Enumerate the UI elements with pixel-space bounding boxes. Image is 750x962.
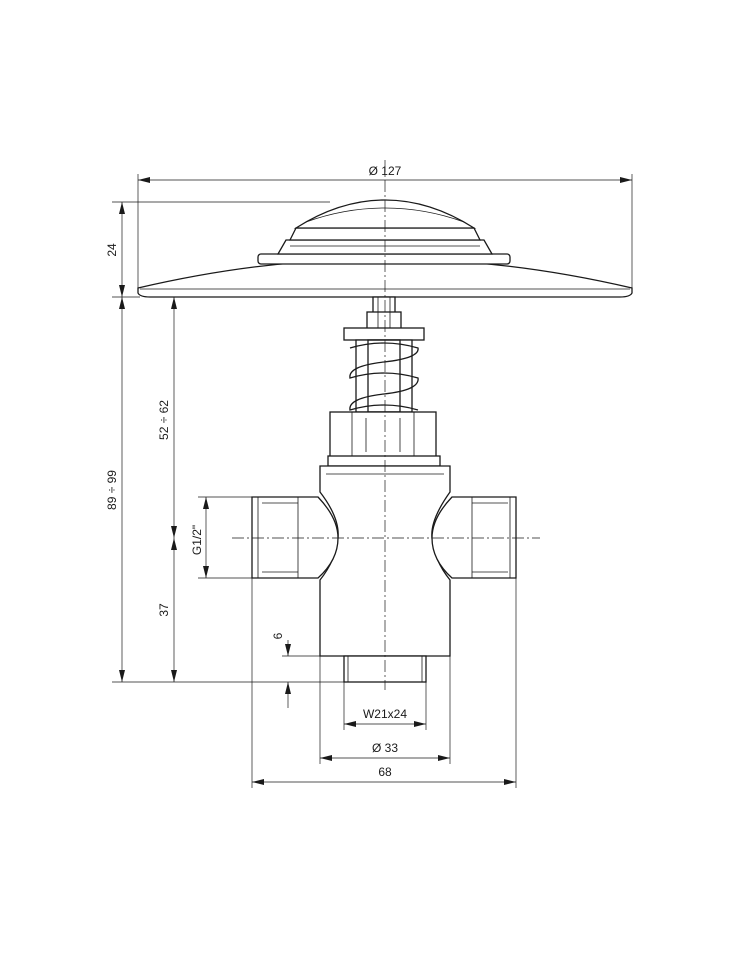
spring-washer <box>343 327 425 341</box>
hex-nut <box>366 311 402 331</box>
dim-thread-side-label: G1/2" <box>190 525 204 555</box>
left-outlet <box>251 496 339 579</box>
cap-base-ring <box>257 253 511 265</box>
right-outlet <box>431 496 517 579</box>
stem-assembly <box>327 296 441 467</box>
dim-lower-height-label: 37 <box>157 603 171 617</box>
dim-bottom-thread: W21x24 <box>343 682 427 730</box>
dim-cap-diameter: Ø 127 <box>137 164 633 290</box>
dim-bottom-thread-height-label: 6 <box>271 632 285 639</box>
valve-body <box>251 465 517 683</box>
dim-bottom-thread-height: 6 <box>271 632 346 708</box>
fitting-collar <box>327 455 441 467</box>
dim-stem-height: 52 ÷ 62 <box>157 297 177 538</box>
dim-stem-height-label: 52 ÷ 62 <box>157 400 171 440</box>
dim-overall-width: 68 <box>251 578 517 788</box>
dim-overall-height: 89 ÷ 99 <box>105 297 344 683</box>
dim-body-diameter: Ø 33 <box>319 656 451 764</box>
cap-disc <box>137 259 633 298</box>
dim-cap-diameter-label: Ø 127 <box>369 164 402 178</box>
dim-bottom-thread-label: W21x24 <box>363 707 407 721</box>
spring-guide <box>355 339 413 413</box>
dim-overall-height-label: 89 ÷ 99 <box>105 470 119 510</box>
dim-lower-height: 37 <box>157 538 177 682</box>
dim-overall-width-label: 68 <box>378 765 392 779</box>
hex-fitting <box>329 411 437 459</box>
spring-coils <box>349 342 419 411</box>
dim-body-diameter-label: Ø 33 <box>372 741 398 755</box>
dim-cap-height: 24 <box>105 201 330 298</box>
dim-cap-height-label: 24 <box>105 243 119 257</box>
dim-thread-side: G1/2" <box>190 496 252 579</box>
